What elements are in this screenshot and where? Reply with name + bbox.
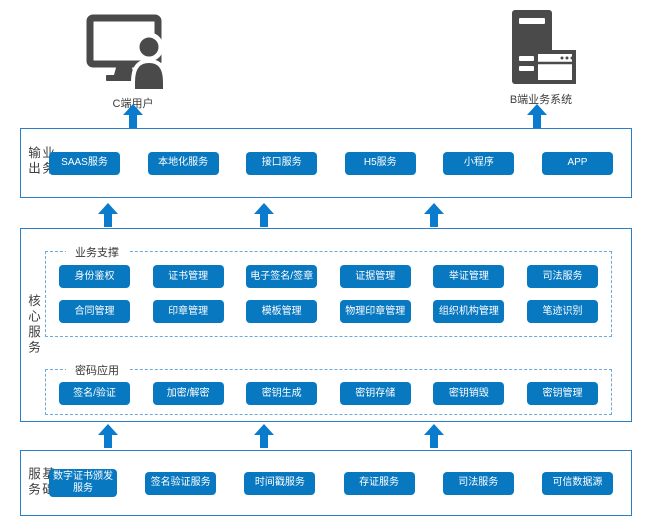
desktop-user-icon	[86, 14, 181, 92]
endpoint-business-system: B端业务系统	[502, 8, 580, 107]
endpoint-client-label: C端用户	[112, 98, 154, 110]
output-service-row: SAAS服务 本地化服务 接口服务 H5服务 小程序 APP	[49, 129, 613, 197]
up-arrow-icon	[98, 203, 118, 227]
service-box: SAAS服务	[49, 151, 120, 175]
service-box: 签名/验证	[59, 382, 130, 405]
service-box: 合同管理	[59, 300, 130, 323]
endpoint-business-label: B端业务系统	[509, 94, 573, 106]
service-box: 密钥销毁	[433, 382, 505, 405]
section-crypto-application-label: 密码应用	[66, 362, 128, 378]
layer-base-services: 基础服务 数字证书颁发服务 签名验证服务 时间戳服务 存证服务 司法服务 可信数…	[20, 450, 632, 516]
up-arrow-icon	[527, 104, 547, 128]
crypto-row: 签名/验证 加密/解密 密钥生成 密钥存储 密钥销毁 密钥管理	[59, 382, 598, 405]
service-box: 证书管理	[152, 265, 224, 288]
service-box: 笔迹识别	[526, 300, 598, 323]
up-arrow-icon	[123, 104, 143, 128]
layer-business-output: 业务输出 SAAS服务 本地化服务 接口服务 H5服务 小程序 APP	[20, 128, 632, 198]
service-box: 可信数据源	[541, 471, 613, 495]
service-box: 组织机构管理	[433, 300, 505, 323]
layer-core-services: 核心服务 业务支撑 身份鉴权 证书管理 电子签名/签章 证据管理 举证管理 司法…	[20, 228, 632, 422]
service-box: 小程序	[443, 151, 515, 175]
service-box: 本地化服务	[147, 151, 219, 175]
endpoint-client-user: C端用户	[84, 14, 182, 111]
support-row-1: 身份鉴权 证书管理 电子签名/签章 证据管理 举证管理 司法服务	[59, 265, 598, 288]
service-box: 司法服务	[442, 471, 514, 495]
service-box: 密钥管理	[526, 382, 598, 405]
service-box: 接口服务	[246, 151, 318, 175]
service-box: 印章管理	[152, 300, 224, 323]
section-business-support: 业务支撑 身份鉴权 证书管理 电子签名/签章 证据管理 举证管理 司法服务 合同…	[45, 244, 612, 337]
service-box: 签名验证服务	[145, 471, 217, 495]
service-box: 证据管理	[339, 265, 411, 288]
section-business-support-label: 业务支撑	[66, 244, 128, 260]
base-service-row: 数字证书颁发服务 签名验证服务 时间戳服务 存证服务 司法服务 可信数据源	[49, 451, 613, 515]
service-box: 电子签名/签章	[246, 265, 318, 288]
service-box: APP	[541, 151, 613, 175]
service-box: 司法服务	[526, 265, 598, 288]
service-box: 加密/解密	[152, 382, 224, 405]
up-arrow-icon	[254, 424, 274, 448]
up-arrow-icon	[424, 424, 444, 448]
service-box: 密钥生成	[246, 382, 318, 405]
service-box: 模板管理	[246, 300, 318, 323]
up-arrow-icon	[254, 203, 274, 227]
server-window-icon	[506, 8, 576, 88]
section-crypto-application: 密码应用 签名/验证 加密/解密 密钥生成 密钥存储 密钥销毁 密钥管理	[45, 362, 612, 415]
service-box: 物理印章管理	[339, 300, 411, 323]
up-arrow-icon	[98, 424, 118, 448]
support-row-2: 合同管理 印章管理 模板管理 物理印章管理 组织机构管理 笔迹识别	[59, 300, 598, 323]
service-box: H5服务	[344, 151, 416, 175]
service-box: 时间戳服务	[244, 471, 316, 495]
service-box: 存证服务	[343, 471, 415, 495]
service-box: 数字证书颁发服务	[49, 469, 117, 497]
service-box: 密钥存储	[339, 382, 411, 405]
service-box: 举证管理	[433, 265, 505, 288]
up-arrow-icon	[424, 203, 444, 227]
layer-core-services-label: 核心服务	[26, 294, 40, 356]
service-box: 身份鉴权	[59, 265, 130, 288]
